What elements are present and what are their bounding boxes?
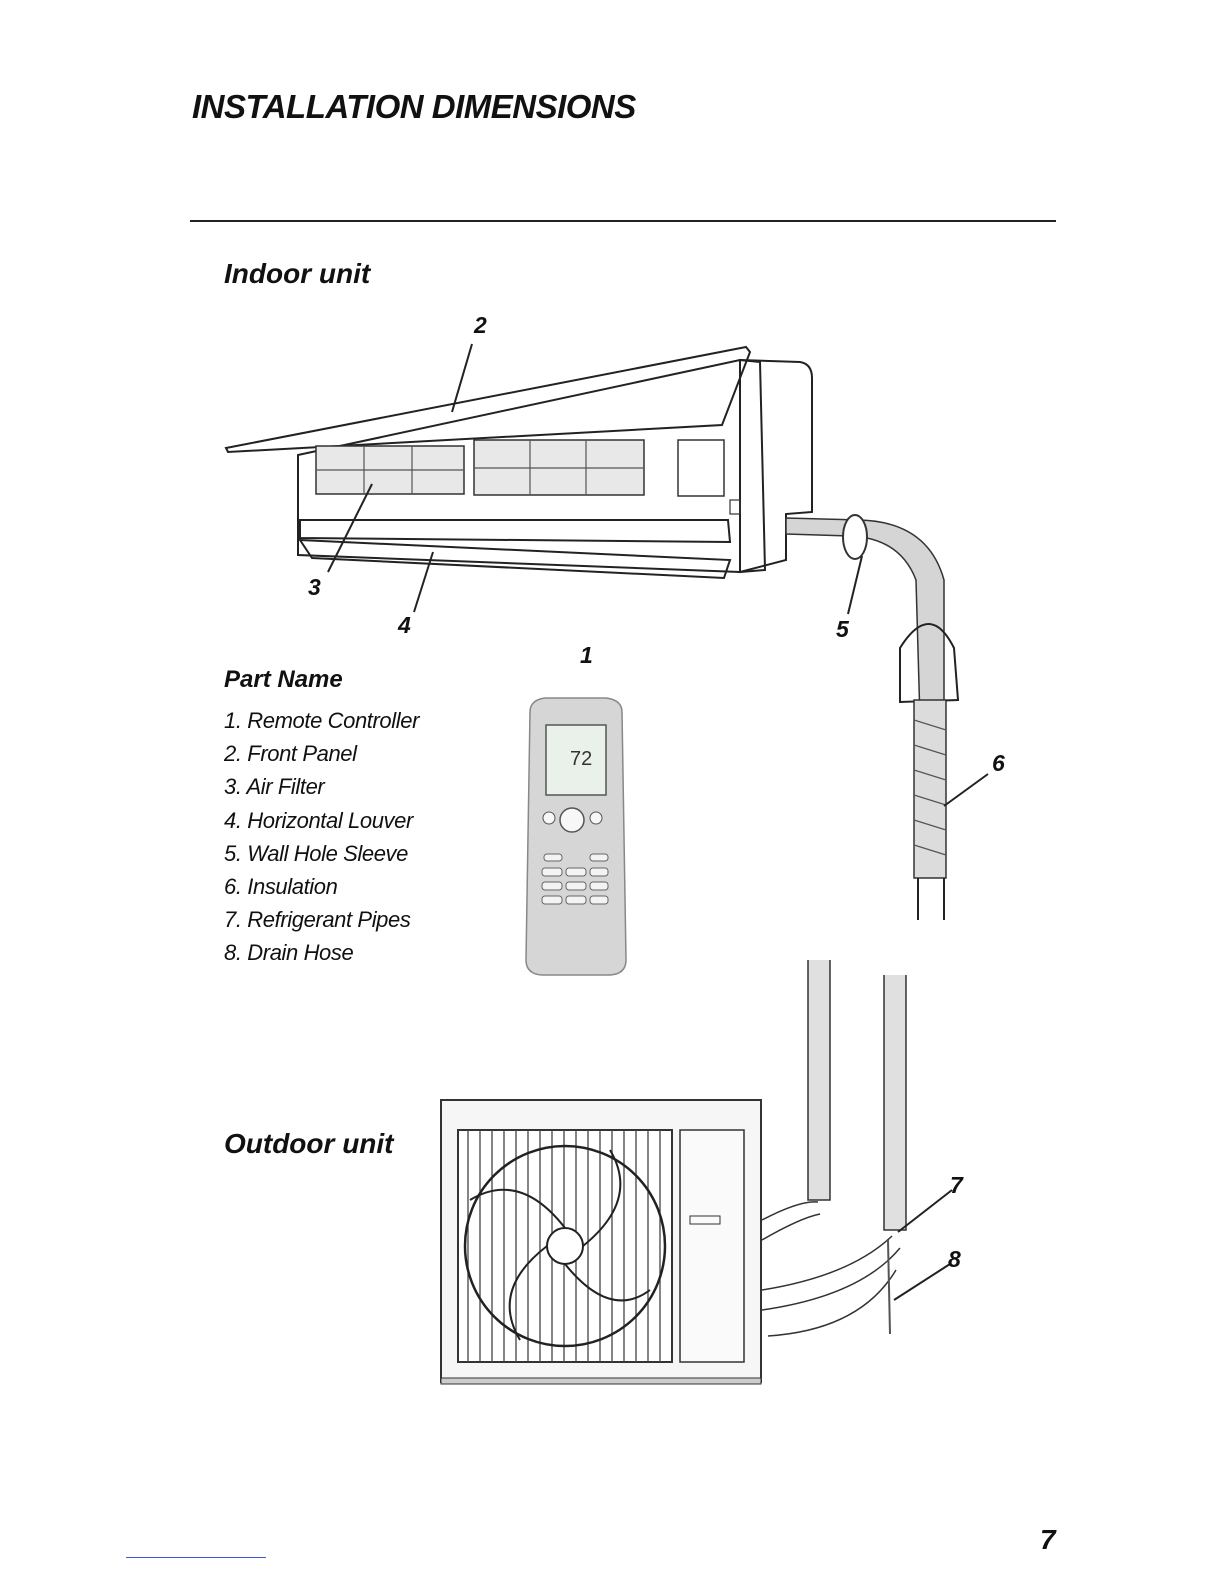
list-item: 4. Horizontal Louver <box>224 804 419 837</box>
part-name-heading: Part Name <box>224 666 343 694</box>
remote-display-value: 72 <box>570 748 592 770</box>
list-item: 6. Insulation <box>224 870 419 903</box>
wall-hole-sleeve-drawing <box>843 515 867 559</box>
list-item: 5. Wall Hole Sleeve <box>224 837 419 870</box>
callout-6: 6 <box>992 750 1005 777</box>
callout-2: 2 <box>474 312 487 339</box>
list-item: 2. Front Panel <box>224 737 419 770</box>
callout-3: 3 <box>308 574 321 601</box>
list-item: 1. Remote Controller <box>224 704 419 737</box>
list-item: 7. Refrigerant Pipes <box>224 903 419 936</box>
page-number: 7 <box>1040 1524 1056 1556</box>
air-filter-drawing <box>316 440 644 495</box>
callout-4: 4 <box>398 612 411 639</box>
insulation-drawing <box>914 700 946 920</box>
power-button-drawing <box>560 808 584 832</box>
callout-5: 5 <box>836 616 849 643</box>
outdoor-unit-illustration <box>441 960 952 1384</box>
drain-hose-drawing <box>888 1240 890 1334</box>
list-item: 3. Air Filter <box>224 770 419 803</box>
refrigerant-pipes-drawing <box>762 960 906 1336</box>
callout-1: 1 <box>580 642 593 669</box>
callout-7: 7 <box>950 1172 963 1199</box>
remote-controller-drawing: 72 <box>526 698 626 975</box>
list-item: 8. Drain Hose <box>224 936 419 969</box>
horizontal-louver-drawing <box>300 520 730 542</box>
part-list: 1. Remote Controller 2. Front Panel 3. A… <box>224 704 419 970</box>
callout-8: 8 <box>948 1246 961 1273</box>
front-panel-drawing <box>226 347 750 452</box>
footer-link-underline <box>126 1557 266 1558</box>
